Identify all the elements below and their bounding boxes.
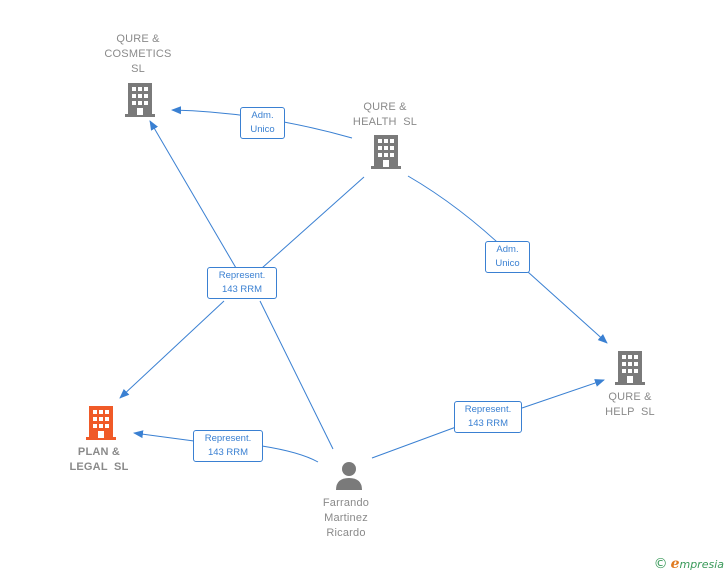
edge-label-person-represent-plan: Represent. 143 RRM — [193, 430, 263, 462]
edge-center-to-plan — [119, 300, 225, 399]
node-label-line: QURE & — [116, 33, 160, 45]
node-label-line: HEALTH SL — [352, 116, 418, 128]
edge-label-line: Unico — [495, 258, 520, 269]
footer-brand[interactable]: © e mpresia — [654, 555, 724, 573]
person-icon — [336, 462, 362, 490]
node-label-line: PLAN & — [77, 446, 121, 458]
copyright-icon: © — [653, 556, 668, 572]
edge-label-person-represent-center: Represent. 143 RRM — [207, 267, 277, 299]
edge-label-health-to-help: Adm. Unico — [485, 241, 530, 273]
node-label-person[interactable]: Farrando Martinez Ricardo — [296, 496, 396, 541]
node-label-line: SL — [131, 63, 145, 75]
edge-health-to-center — [261, 176, 365, 269]
brand-name: mpresia — [679, 557, 724, 571]
node-label-line: LEGAL SL — [69, 461, 129, 473]
edge-label-line: Unico — [250, 124, 275, 135]
node-label-qure-health[interactable]: QURE & HEALTH SL — [335, 100, 435, 130]
edge-label-line: Represent. — [464, 404, 512, 415]
edge-person-to-plan — [134, 433, 319, 463]
edge-label-line: 143 RRM — [467, 418, 509, 429]
building-icon — [371, 135, 401, 169]
node-label-line: QURE & — [608, 391, 652, 403]
node-label-qure-cosmetics[interactable]: QURE & COSMETICS SL — [88, 32, 188, 77]
node-label-plan-legal[interactable]: PLAN & LEGAL SL — [49, 445, 149, 475]
node-label-line: Farrando — [322, 497, 370, 509]
edge-label-line: 143 RRM — [207, 447, 249, 458]
building-icon — [615, 351, 645, 385]
node-label-line: Martinez — [324, 512, 368, 524]
edge-person-to-center — [259, 300, 334, 450]
node-label-qure-help[interactable]: QURE & HELP SL — [580, 390, 680, 420]
edge-label-health-to-cosmetics: Adm. Unico — [240, 107, 285, 139]
edge-label-person-represent-help: Represent. 143 RRM — [454, 401, 522, 433]
edge-label-line: Adm. — [496, 244, 519, 255]
edge-label-line: Represent. — [204, 433, 252, 444]
brand-initial: e — [670, 556, 680, 572]
edge-label-line: Represent. — [218, 270, 266, 281]
edge-label-line: 143 RRM — [221, 284, 263, 295]
edge-label-line: Adm. — [251, 110, 274, 121]
edge-person-to-help — [371, 380, 604, 459]
edge-center-to-cosmetics — [149, 120, 237, 269]
node-label-line: QURE & — [363, 101, 407, 113]
node-label-line: HELP SL — [605, 406, 655, 418]
building-icon — [125, 83, 155, 117]
node-label-line: COSMETICS — [104, 48, 172, 60]
building-icon-highlight — [86, 406, 116, 440]
node-label-line: Ricardo — [326, 527, 366, 539]
